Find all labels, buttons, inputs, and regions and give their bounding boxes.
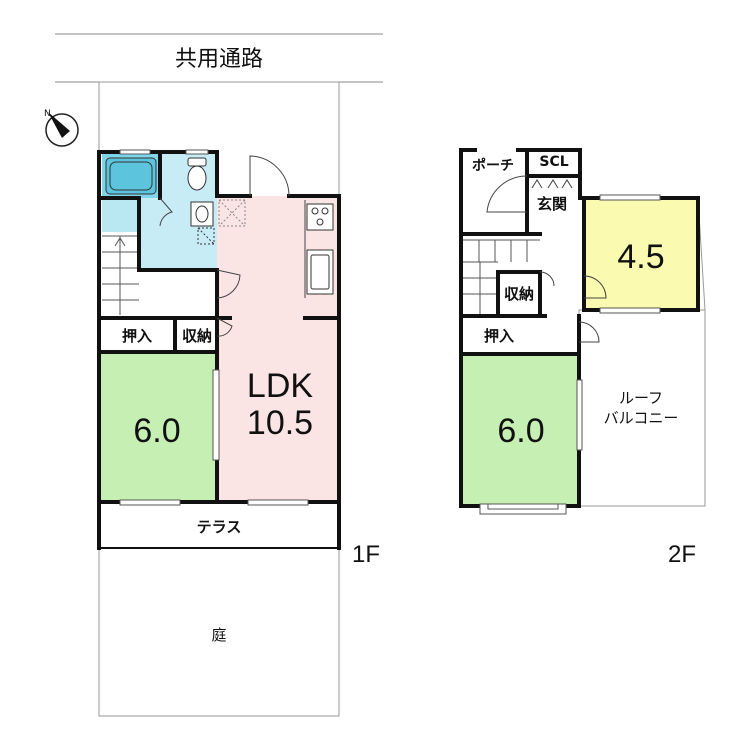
- garden-label: 庭: [211, 626, 226, 644]
- toilet-icon: [187, 157, 207, 191]
- western-room-1f: [99, 352, 215, 502]
- floor-1f: LDK 10.5 6.0 押入 収納 テラス 庭 1F: [97, 81, 380, 717]
- roof-balcony-label-2: バルコニー: [604, 409, 679, 427]
- floor-1f-label: 1F: [352, 541, 380, 568]
- western-room-2f: [461, 354, 579, 506]
- svg-text:N: N: [44, 109, 51, 119]
- bathtub-icon: [105, 157, 157, 195]
- entrance-label: 玄関: [537, 195, 567, 213]
- dressing-area: [102, 198, 139, 232]
- compass-icon: N: [44, 109, 79, 147]
- room-45-label: 4.5: [617, 238, 664, 276]
- western-room-1f-label: 6.0: [133, 412, 180, 450]
- shuno-1f-label: 収納: [182, 327, 212, 345]
- closet-x-marks: [218, 199, 246, 227]
- terrace-label: テラス: [197, 518, 242, 536]
- floor-2f-label: 2F: [668, 541, 696, 568]
- ldk-room: [217, 196, 339, 502]
- roof-balcony-label-1: ルーフ: [619, 389, 663, 407]
- ldk-size-label: 10.5: [247, 404, 313, 442]
- shuno-2f-label: 収納: [504, 285, 534, 303]
- stairs-1f: [102, 235, 139, 315]
- ldk-label: LDK: [247, 367, 313, 405]
- floor-2f: ポーチ SCL 玄関 4.5 収納 押入 6.0 ルーフ バルコニー 2F: [459, 148, 706, 568]
- room-45: [584, 198, 698, 310]
- stairs-2f: [463, 239, 540, 316]
- shared-path-label: 共用通路: [175, 47, 263, 72]
- stove-icon: [306, 203, 334, 231]
- oshiire-2f-label: 押入: [484, 327, 514, 345]
- sink-icon: [190, 201, 215, 245]
- kitchen-sink-icon: [306, 249, 334, 295]
- roof-balcony: [578, 309, 706, 507]
- western-room-2f-label: 6.0: [497, 412, 544, 450]
- scl-label: SCL: [539, 154, 568, 170]
- porch-label: ポーチ: [472, 157, 514, 174]
- oshiire-1f-label: 押入: [122, 327, 152, 345]
- closet-hanger-icon: [531, 179, 573, 189]
